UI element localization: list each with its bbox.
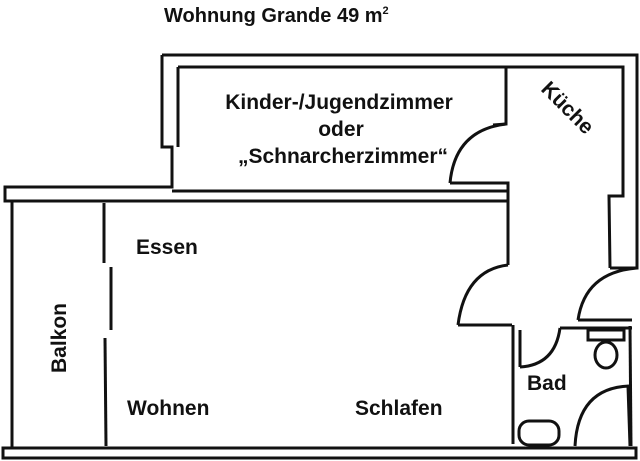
bad-door-arc [519,327,562,369]
room-label-schlafen: Schlafen [355,397,443,420]
outer-wall-top [162,53,639,270]
room-label-bad: Bad [527,372,567,395]
room-label-balkon: Balkon [48,303,71,373]
main-wall-top [3,187,508,203]
room-label-oder: oder [318,118,364,141]
main-wall-bottom [1,446,638,460]
toilet-tank-icon [586,328,626,342]
sink-icon [517,419,561,447]
room-label-kueche: Küche [536,77,598,139]
balkon-wall-lower [103,337,108,447]
shower-arc [573,384,630,447]
outer-wall-left-upper [3,55,174,201]
kinderzimmer-bottom-wall [172,181,510,193]
room-label-kinderzimmer: Kinder-/Jugendzimmer [225,91,453,114]
room-label-wohnen: Wohnen [127,397,209,420]
room-label-schnarcherzimmer: „Schnarcherzimmer“ [238,145,448,168]
kueche-door-arc [576,266,638,321]
living-door-arc [456,263,509,326]
kueche-wall [506,65,625,269]
toilet-bowl-icon [593,340,619,370]
plan-title: Wohnung Grande 49 m2 [164,5,389,27]
shower-wall [626,385,632,447]
room-label-essen: Essen [136,236,198,259]
kinderzimmer-door-arc [448,122,507,184]
